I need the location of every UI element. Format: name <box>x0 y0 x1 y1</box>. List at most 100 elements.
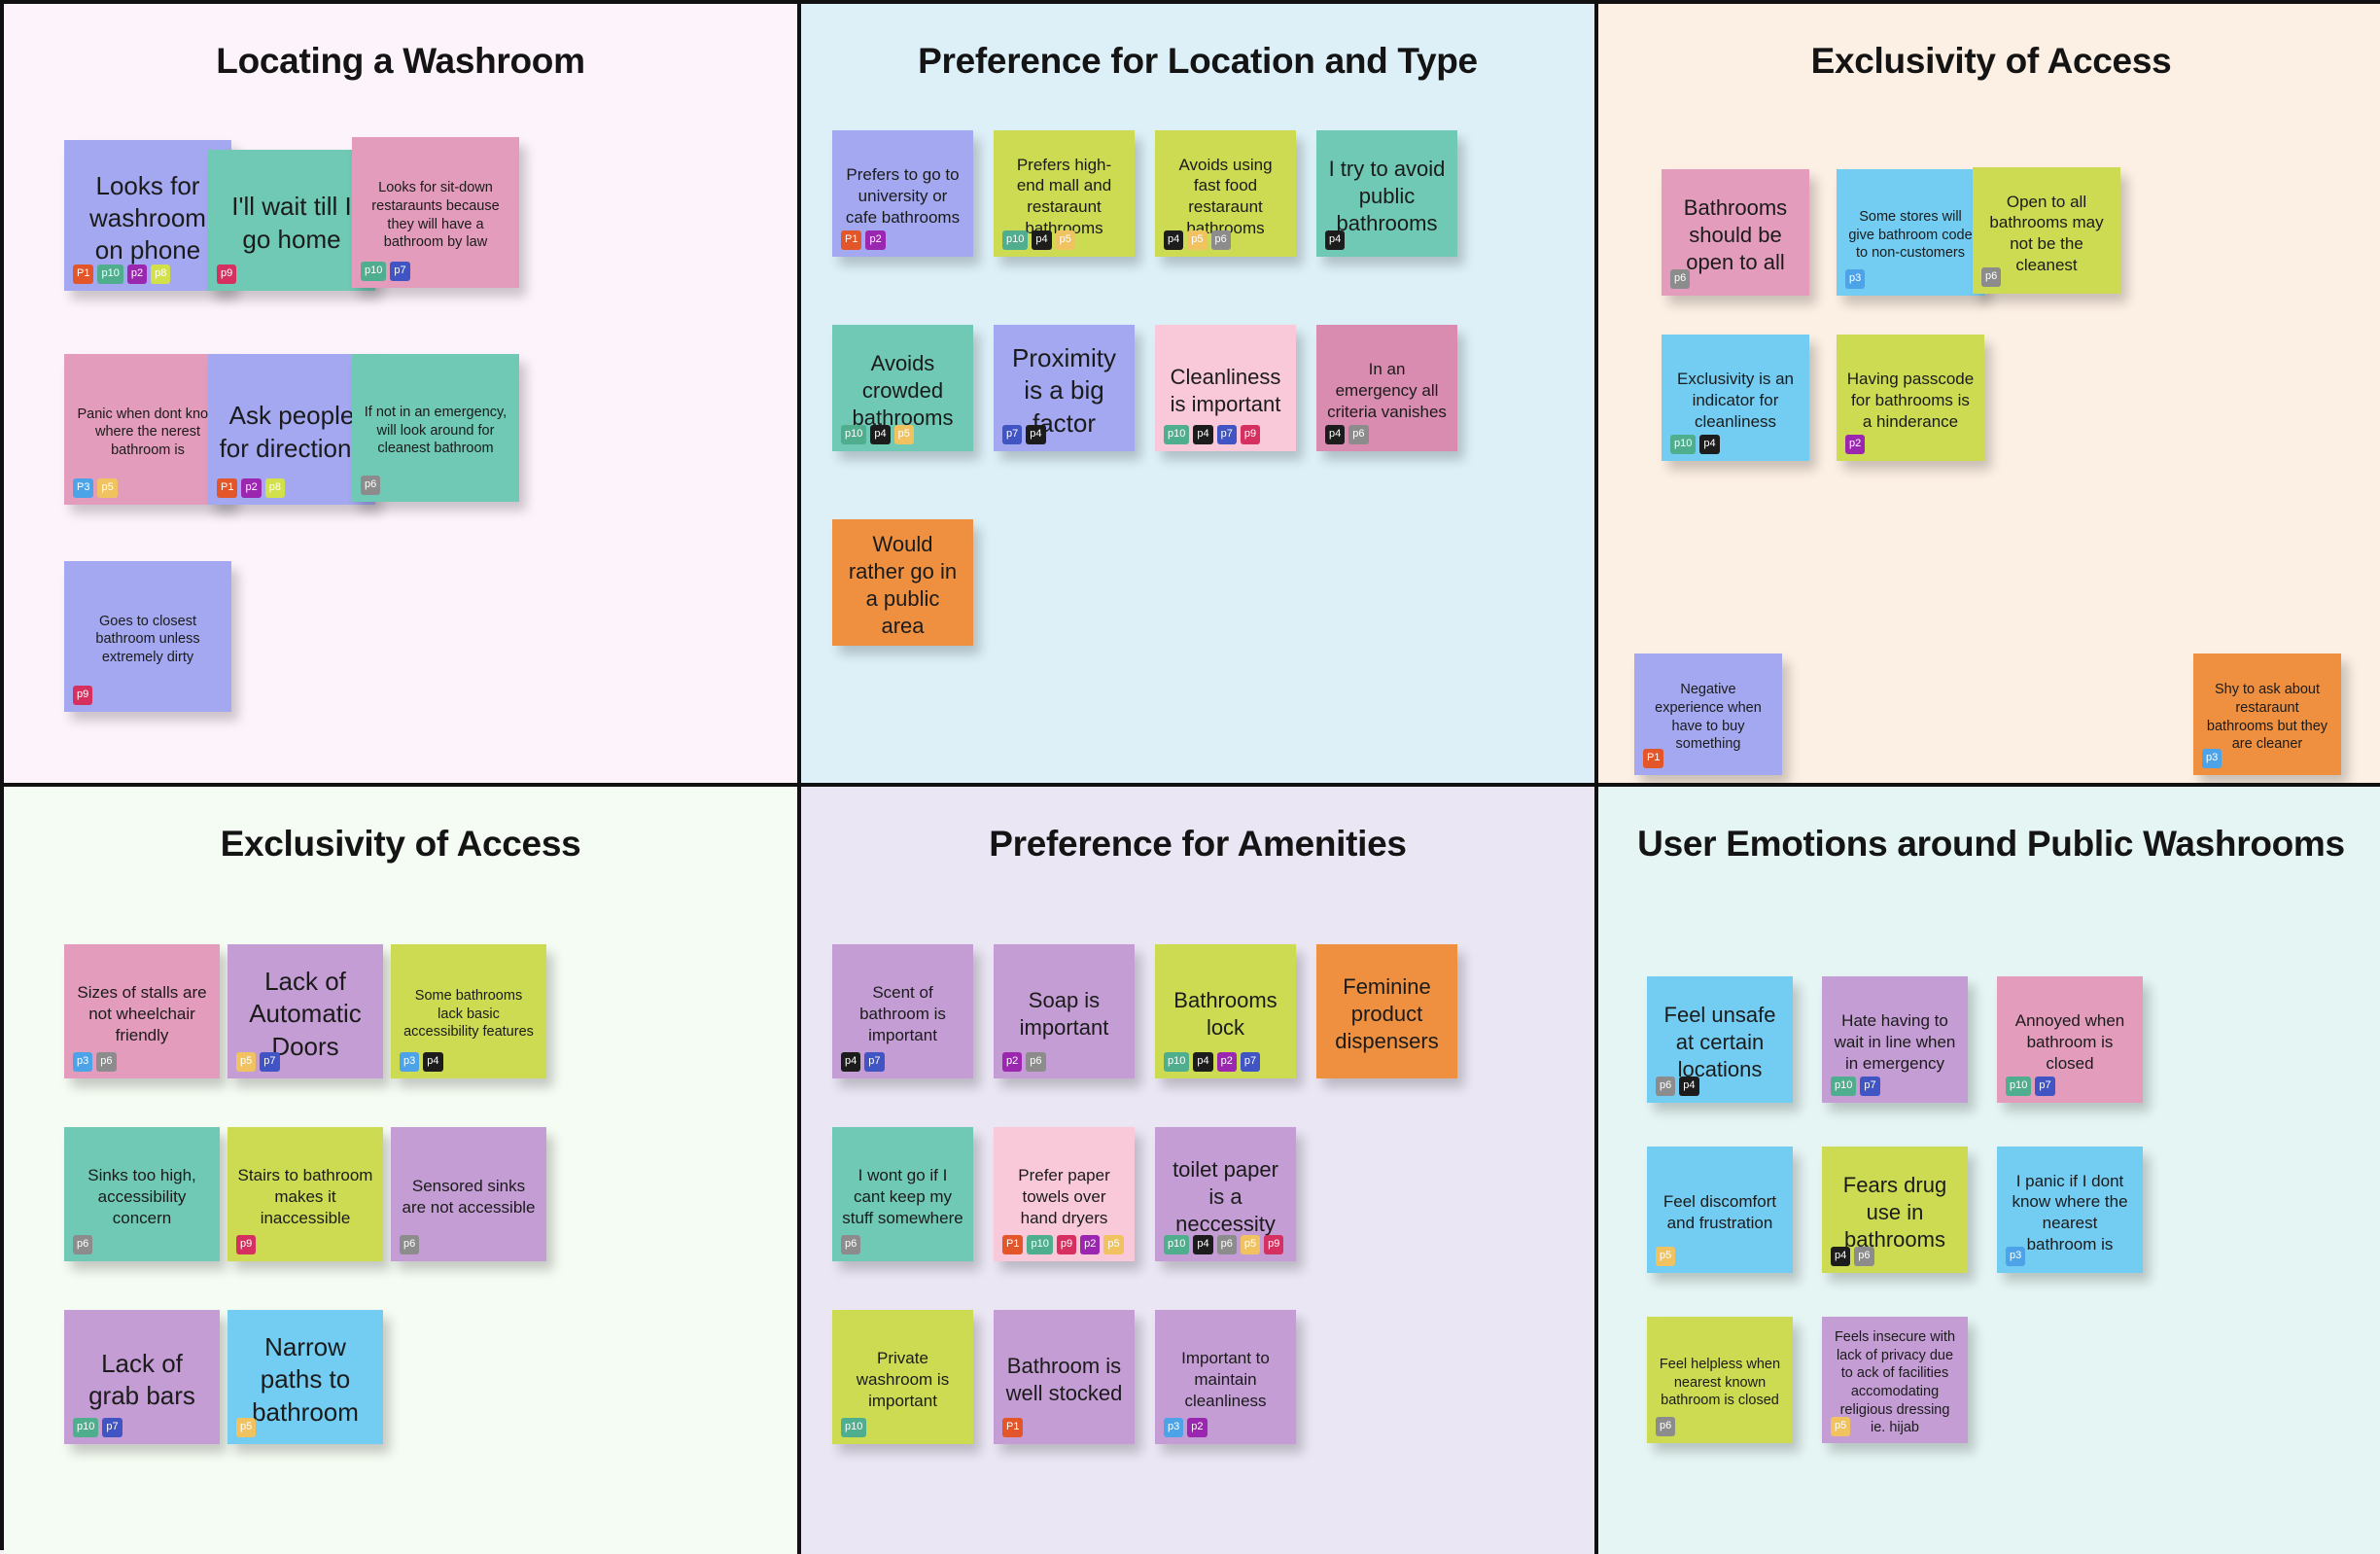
participant-tag[interactable]: p2 <box>865 230 886 250</box>
participant-tag[interactable]: p5 <box>97 478 118 498</box>
participant-tag[interactable]: p9 <box>236 1235 257 1254</box>
participant-tag[interactable]: p7 <box>1240 1052 1261 1072</box>
participant-tag[interactable]: p7 <box>2035 1077 2055 1096</box>
participant-tag[interactable]: p6 <box>400 1235 420 1254</box>
participant-tag[interactable]: p10 <box>1164 425 1190 444</box>
participant-tag[interactable]: p9 <box>217 265 237 284</box>
participant-tag[interactable]: p3 <box>1164 1418 1184 1437</box>
participant-tag[interactable]: p2 <box>1002 1052 1023 1072</box>
sticky-note[interactable]: Shy to ask about restaraunt bathrooms bu… <box>2193 653 2341 775</box>
participant-tag[interactable]: P1 <box>73 265 94 284</box>
participant-tag[interactable]: p6 <box>1981 267 2002 287</box>
sticky-note[interactable]: Open to all bathrooms may not be the cle… <box>1973 167 2120 294</box>
sticky-note[interactable]: Feminine product dispensers <box>1316 944 1457 1078</box>
sticky-note[interactable]: Having passcode for bathrooms is a hinde… <box>1837 335 1984 461</box>
participant-tag[interactable]: p2 <box>1216 1052 1237 1072</box>
participant-tag[interactable]: p9 <box>1056 1235 1077 1254</box>
participant-tag[interactable]: p10 <box>2006 1077 2032 1096</box>
participant-tag[interactable]: P1 <box>217 478 238 498</box>
sticky-note[interactable]: Prefers high-end mall and restaraunt bat… <box>994 130 1135 257</box>
participant-tag[interactable]: p4 <box>1026 425 1046 444</box>
participant-tag[interactable]: p5 <box>1831 1417 1851 1436</box>
participant-tag[interactable]: p4 <box>1699 435 1720 454</box>
participant-tag[interactable]: p9 <box>1240 425 1261 444</box>
participant-tag[interactable]: p10 <box>1831 1077 1857 1096</box>
participant-tag[interactable]: p2 <box>1845 435 1866 454</box>
participant-tag[interactable]: p4 <box>1032 230 1052 250</box>
participant-tag[interactable]: P1 <box>1002 1418 1024 1437</box>
participant-tag[interactable]: p6 <box>1348 425 1369 444</box>
sticky-note[interactable]: Goes to closest bathroom unless extremel… <box>64 561 231 712</box>
participant-tag[interactable]: p10 <box>361 262 387 281</box>
participant-tag[interactable]: p4 <box>1325 425 1346 444</box>
sticky-note[interactable]: Feels insecure with lack of privacy due … <box>1822 1317 1968 1443</box>
participant-tag[interactable]: p8 <box>264 478 285 498</box>
participant-tag[interactable]: p6 <box>96 1052 117 1072</box>
participant-tag[interactable]: p2 <box>241 478 262 498</box>
participant-tag[interactable]: p9 <box>73 686 93 705</box>
participant-tag[interactable]: p6 <box>1854 1247 1874 1266</box>
participant-tag[interactable]: p3 <box>1845 269 1866 289</box>
participant-tag[interactable]: p7 <box>1002 425 1023 444</box>
participant-tag[interactable]: p4 <box>1831 1247 1851 1266</box>
participant-tag[interactable]: p4 <box>1193 1235 1213 1254</box>
participant-tag[interactable]: p5 <box>893 425 914 444</box>
sticky-note[interactable]: Looks for sit-down restaraunts because t… <box>352 137 519 288</box>
participant-tag[interactable]: p8 <box>151 265 171 284</box>
participant-tag[interactable]: p7 <box>390 262 410 281</box>
sticky-note[interactable]: Hate having to wait in line when in emer… <box>1822 976 1968 1103</box>
participant-tag[interactable]: p10 <box>1164 1052 1190 1072</box>
participant-tag[interactable]: p6 <box>1026 1052 1046 1072</box>
participant-tag[interactable]: p4 <box>870 425 891 444</box>
participant-tag[interactable]: p6 <box>1656 1417 1676 1436</box>
sticky-note[interactable]: Would rather go in a public area <box>832 519 973 646</box>
participant-tag[interactable]: p2 <box>1080 1235 1101 1254</box>
participant-tag[interactable]: p10 <box>1002 230 1029 250</box>
sticky-note[interactable]: Sizes of stalls are not wheelchair frien… <box>64 944 220 1078</box>
participant-tag[interactable]: p6 <box>73 1235 93 1254</box>
participant-tag[interactable]: p4 <box>1193 1052 1213 1072</box>
participant-tag[interactable]: p6 <box>1210 230 1231 250</box>
participant-tag[interactable]: p4 <box>1325 230 1346 250</box>
participant-tag[interactable]: p5 <box>1103 1235 1124 1254</box>
participant-tag[interactable]: p10 <box>1164 1235 1190 1254</box>
participant-tag[interactable]: p5 <box>1240 1235 1261 1254</box>
sticky-note[interactable]: Panic when dont know where the nerest ba… <box>64 354 231 505</box>
participant-tag[interactable]: p5 <box>1055 230 1075 250</box>
participant-tag[interactable]: p5 <box>1656 1247 1676 1266</box>
participant-tag[interactable]: p10 <box>97 265 123 284</box>
sticky-note[interactable]: Exclusivity is an indicator for cleanlin… <box>1662 335 1809 461</box>
sticky-note[interactable]: I wont go if I cant keep my stuff somewh… <box>832 1127 973 1261</box>
sticky-note[interactable]: I panic if I dont know where the nearest… <box>1997 1147 2143 1273</box>
participant-tag[interactable]: P1 <box>841 230 862 250</box>
participant-tag[interactable]: p6 <box>841 1235 861 1254</box>
participant-tag[interactable]: P1 <box>1643 749 1664 768</box>
participant-tag[interactable]: P3 <box>73 478 94 498</box>
participant-tag[interactable]: p3 <box>2202 749 2222 768</box>
participant-tag[interactable]: p2 <box>1187 1418 1208 1437</box>
participant-tag[interactable]: p3 <box>73 1052 93 1072</box>
participant-tag[interactable]: p10 <box>841 425 867 444</box>
participant-tag[interactable]: p2 <box>126 265 148 284</box>
participant-tag[interactable]: p10 <box>1027 1235 1053 1254</box>
participant-tag[interactable]: p6 <box>1216 1235 1237 1254</box>
sticky-note[interactable]: Stairs to bathroom makes it inaccessible… <box>228 1127 383 1261</box>
participant-tag[interactable]: p5 <box>1187 230 1208 250</box>
